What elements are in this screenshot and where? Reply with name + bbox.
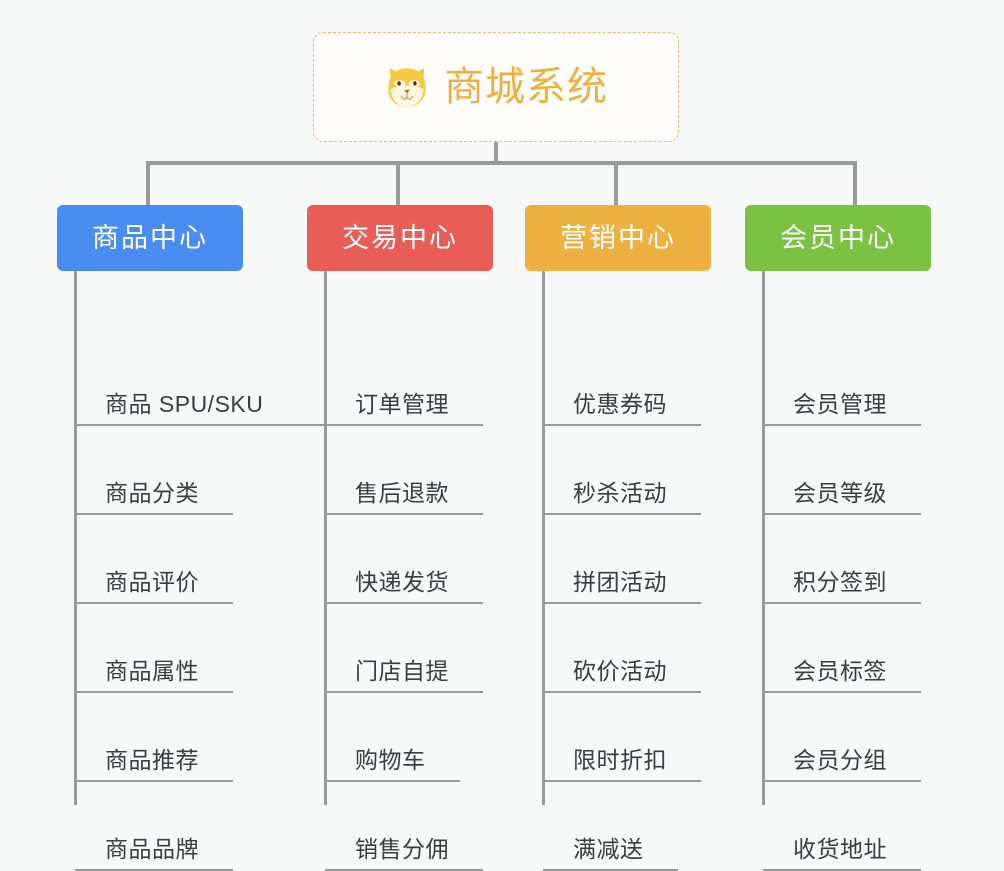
leaf-item-label: 限时折扣 bbox=[573, 747, 667, 773]
leaf-item-label: 商品 SPU/SKU bbox=[105, 391, 264, 417]
leaf-item[interactable]: 快递发货 bbox=[325, 515, 483, 604]
leaf-item[interactable]: 门店自提 bbox=[325, 604, 483, 693]
leaf-item-label: 秒杀活动 bbox=[573, 480, 667, 506]
leaf-item[interactable]: 会员等级 bbox=[763, 426, 921, 515]
leaf-item-label: 会员管理 bbox=[793, 391, 887, 417]
leaf-item-label: 会员分组 bbox=[793, 747, 887, 773]
branch-2: 交易中心订单管理售后退款快递发货门店自提购物车销售分佣 bbox=[307, 205, 493, 871]
branch-spine-2 bbox=[324, 271, 327, 805]
root-node[interactable]: 商城系统 bbox=[313, 32, 679, 142]
leaf-item-label: 门店自提 bbox=[355, 658, 449, 684]
leaf-item[interactable]: 优惠券码 bbox=[543, 337, 701, 426]
leaf-item-label: 商品推荐 bbox=[105, 747, 199, 773]
leaf-item[interactable]: 订单管理 bbox=[325, 337, 483, 426]
leaf-item-label: 收货地址 bbox=[793, 836, 887, 862]
branch-1: 商品中心商品 SPU/SKU 商品分类商品评价商品属性商品推荐商品品牌 bbox=[57, 205, 332, 871]
leaf-item-label: 积分签到 bbox=[793, 569, 887, 595]
leaf-item-label: 订单管理 bbox=[355, 391, 449, 417]
branch-spine-4 bbox=[762, 271, 765, 805]
leaf-item[interactable]: 销售分佣 bbox=[325, 782, 483, 871]
connector-root-vertical bbox=[494, 142, 498, 163]
leaf-item[interactable]: 会员标签 bbox=[763, 604, 921, 693]
leaf-item[interactable]: 积分签到 bbox=[763, 515, 921, 604]
leaf-item[interactable]: 商品分类 bbox=[75, 426, 233, 515]
leaf-item-label: 会员等级 bbox=[793, 480, 887, 506]
leaf-item[interactable]: 商品品牌 bbox=[75, 782, 233, 871]
leaf-item[interactable]: 商品 SPU/SKU bbox=[75, 337, 332, 426]
root-title: 商城系统 bbox=[444, 65, 608, 109]
leaf-item[interactable]: 收货地址 bbox=[763, 782, 921, 871]
leaf-item[interactable]: 限时折扣 bbox=[543, 693, 701, 782]
leaf-item-label: 快递发货 bbox=[355, 569, 449, 595]
connector-branch-stub-1 bbox=[146, 161, 150, 207]
branch-header-label: 交易中心 bbox=[342, 222, 458, 253]
leaf-item-label: 满减送 bbox=[573, 836, 644, 862]
leaf-item[interactable]: 满减送 bbox=[543, 782, 678, 871]
dog-face-icon bbox=[388, 68, 426, 108]
branch-header-3[interactable]: 营销中心 bbox=[525, 205, 711, 271]
mindmap-canvas: 商城系统 商品中心商品 SPU/SKU 商品分类商品评价商品属性商品推荐商品品牌 交… bbox=[57, 32, 931, 871]
leaf-item-label: 售后退款 bbox=[355, 480, 449, 506]
leaf-item-label: 商品属性 bbox=[105, 658, 199, 684]
leaf-item-label: 商品评价 bbox=[105, 569, 199, 595]
leaf-item-label: 会员标签 bbox=[793, 658, 887, 684]
leaf-item-label: 商品品牌 bbox=[105, 836, 199, 862]
branch-header-label: 营销中心 bbox=[560, 222, 676, 253]
branch-header-label: 会员中心 bbox=[780, 222, 896, 253]
branch-spine-1 bbox=[74, 271, 77, 805]
leaf-item[interactable]: 商品评价 bbox=[75, 515, 233, 604]
leaf-item-label: 优惠券码 bbox=[573, 391, 667, 417]
branch-3: 营销中心优惠券码秒杀活动拼团活动砍价活动限时折扣满减送 bbox=[525, 205, 711, 871]
leaf-item[interactable]: 拼团活动 bbox=[543, 515, 701, 604]
leaf-item-label: 砍价活动 bbox=[573, 658, 667, 684]
leaf-item[interactable]: 商品推荐 bbox=[75, 693, 233, 782]
leaf-item-label: 拼团活动 bbox=[573, 569, 667, 595]
leaf-item[interactable]: 会员管理 bbox=[763, 337, 921, 426]
leaf-item[interactable]: 售后退款 bbox=[325, 426, 483, 515]
leaf-item[interactable]: 会员分组 bbox=[763, 693, 921, 782]
connector-horizontal-bus bbox=[148, 161, 857, 165]
connector-branch-stub-3 bbox=[614, 161, 618, 207]
leaf-item[interactable]: 购物车 bbox=[325, 693, 460, 782]
branch-spine-3 bbox=[542, 271, 545, 805]
leaf-item-label: 销售分佣 bbox=[355, 836, 449, 862]
branch-header-2[interactable]: 交易中心 bbox=[307, 205, 493, 271]
branch-header-label: 商品中心 bbox=[92, 222, 208, 253]
connector-branch-stub-2 bbox=[396, 161, 400, 207]
branch-header-1[interactable]: 商品中心 bbox=[57, 205, 243, 271]
branch-header-4[interactable]: 会员中心 bbox=[745, 205, 931, 271]
leaf-item-label: 购物车 bbox=[355, 747, 426, 773]
leaf-item-label: 商品分类 bbox=[105, 480, 199, 506]
leaf-item[interactable]: 秒杀活动 bbox=[543, 426, 701, 515]
leaf-item[interactable]: 商品属性 bbox=[75, 604, 233, 693]
branch-4: 会员中心会员管理会员等级积分签到会员标签会员分组收货地址 bbox=[745, 205, 931, 871]
leaf-item[interactable]: 砍价活动 bbox=[543, 604, 701, 693]
connector-branch-stub-4 bbox=[853, 161, 857, 207]
